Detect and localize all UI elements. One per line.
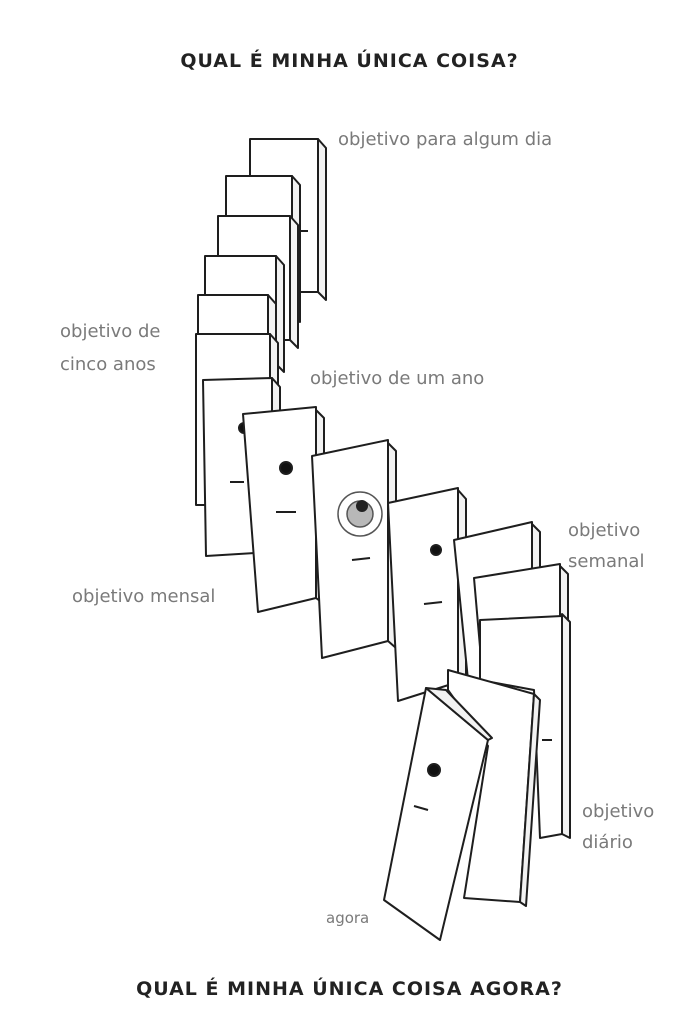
- label-daily-goal-line1: objetivo: [582, 801, 655, 822]
- label-five-year-goal-line2: cinco anos: [60, 354, 156, 375]
- domino-weekly-1: [387, 487, 467, 702]
- label-one-year-goal: objetivo de um ano: [310, 368, 485, 389]
- top-title: QUAL É MINHA ÚNICA COISA?: [180, 50, 519, 72]
- domino-daily: [479, 613, 571, 839]
- label-weekly-goal-line2: semanal: [568, 551, 645, 572]
- bottom-title: QUAL É MINHA ÚNICA COISA AGORA?: [136, 978, 563, 1000]
- label-someday-goal: objetivo para algum dia: [338, 129, 553, 150]
- label-monthly-goal: objetivo mensal: [72, 586, 216, 607]
- label-five-year-goal-line1: objetivo de: [60, 321, 161, 342]
- domino-monthly: [311, 439, 397, 659]
- label-weekly-goal-line1: objetivo: [568, 520, 641, 541]
- domino-one-year: [242, 406, 325, 613]
- label-daily-goal-line2: diário: [582, 832, 633, 853]
- domino-now: [383, 687, 493, 941]
- label-now: agora: [326, 909, 370, 927]
- domino-falling-back: [447, 669, 541, 907]
